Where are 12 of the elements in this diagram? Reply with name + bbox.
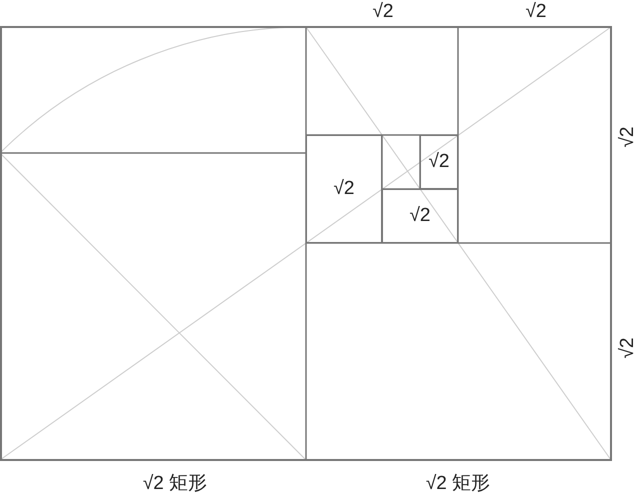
rectangle-caption: √2 矩形 bbox=[426, 472, 490, 496]
square-cell bbox=[382, 189, 458, 243]
side-label: √2 bbox=[428, 151, 450, 173]
side-label: √2 bbox=[617, 338, 639, 358]
rectangle-caption: √2 矩形 bbox=[142, 472, 208, 496]
side-label: √2 bbox=[334, 178, 354, 200]
square-cell bbox=[306, 135, 382, 243]
side-label: √2 bbox=[372, 1, 394, 23]
side-label: √2 bbox=[526, 1, 546, 23]
square-cell bbox=[420, 135, 458, 189]
side-label: √2 bbox=[410, 205, 430, 227]
side-label: √2 bbox=[617, 126, 639, 148]
